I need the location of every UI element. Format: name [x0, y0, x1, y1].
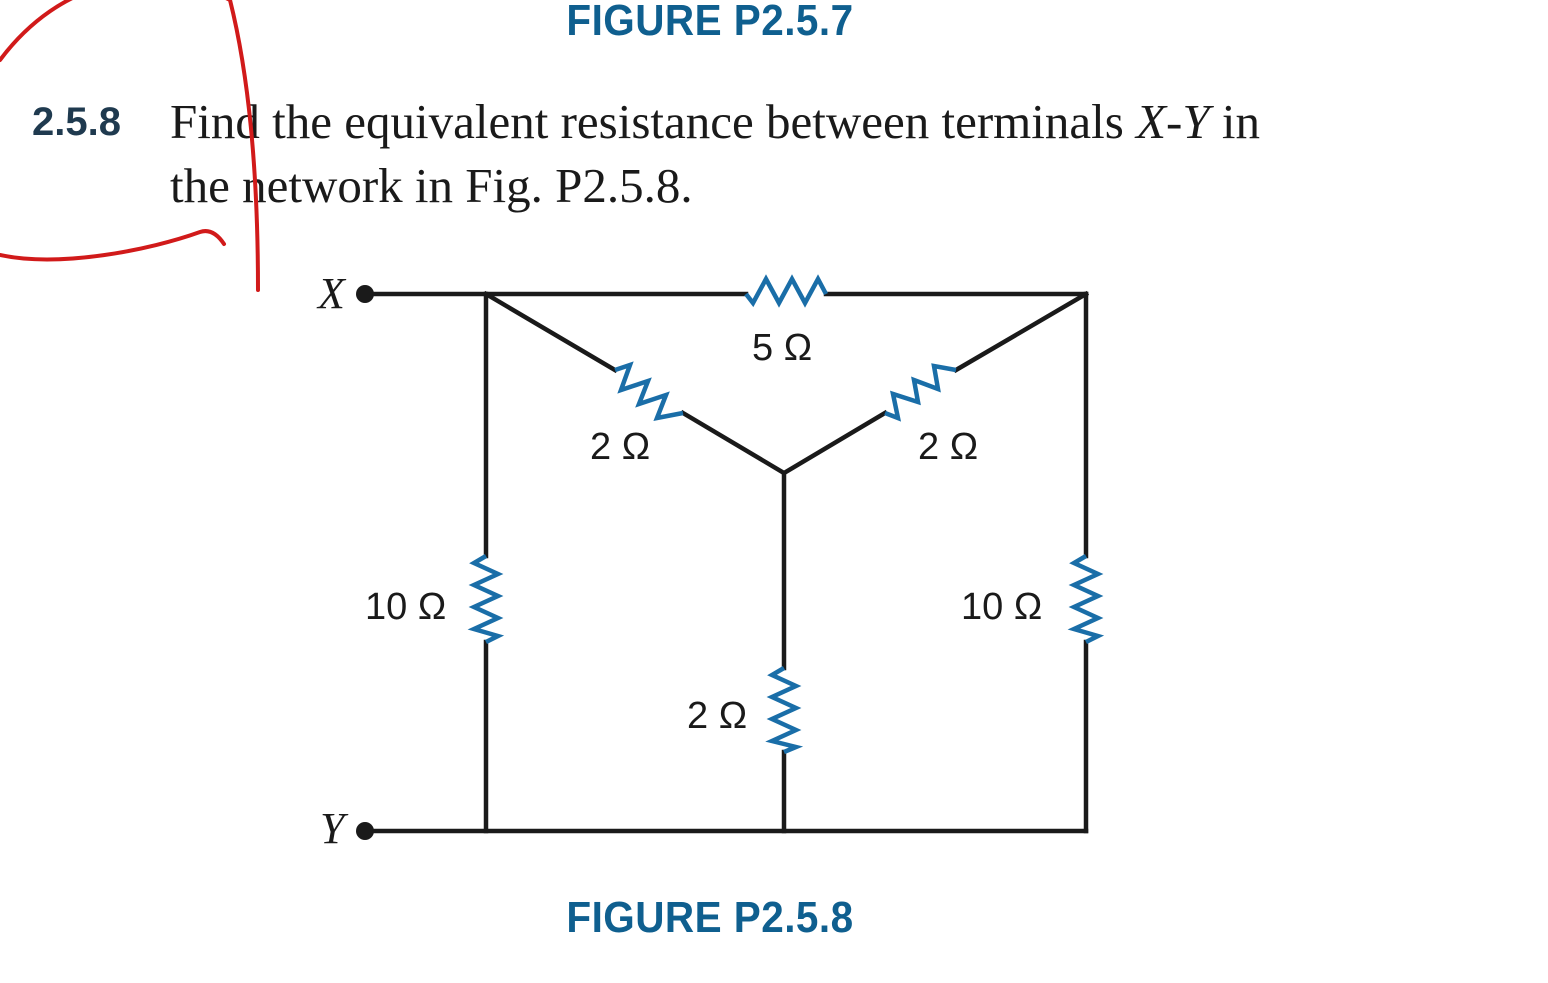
- resistor-middle: [765, 666, 804, 755]
- resistor-top-label: 5 Ω: [752, 327, 812, 369]
- resistor-upper-left-label: 2 Ω: [590, 426, 650, 468]
- resistor-middle-label: 2 Ω: [687, 695, 747, 737]
- resistor-upper-right-label: 2 Ω: [918, 426, 978, 468]
- terminal-x-dot: [356, 285, 374, 303]
- terminal-x-label: X: [316, 269, 347, 318]
- wire-diag-left-lower: [679, 409, 788, 477]
- resistor-upper-right: [884, 363, 957, 422]
- wire-diag-right-lower: [780, 409, 889, 477]
- wire-diag-left-upper: [482, 290, 619, 374]
- resistor-upper-left: [614, 361, 684, 421]
- figure-caption-top: FIGURE P2.5.7: [566, 0, 854, 45]
- red-annotation-underline: [0, 229, 226, 262]
- terminal-y-dot: [356, 822, 374, 840]
- terminal-y-label: Y: [320, 804, 349, 853]
- problem-text-pre: Find the equivalent resistance between t…: [170, 94, 1137, 149]
- problem-terminals: X-Y: [1136, 94, 1210, 149]
- red-annotation-arc: [0, 0, 260, 292]
- figure-caption-bottom: FIGURE P2.5.8: [566, 893, 854, 942]
- resistor-right-label: 10 Ω: [961, 586, 1042, 628]
- resistor-left: [467, 554, 505, 645]
- resistor-left-label: 10 Ω: [365, 586, 446, 628]
- wire-diag-right-upper: [952, 290, 1090, 374]
- problem-line-1: Find the equivalent resistance between t…: [170, 90, 1430, 154]
- problem-text-post: in: [1209, 94, 1260, 149]
- resistor-top: [744, 274, 828, 308]
- problem-number: 2.5.8: [32, 100, 121, 144]
- resistor-right: [1067, 554, 1105, 645]
- problem-statement: Find the equivalent resistance between t…: [170, 90, 1430, 218]
